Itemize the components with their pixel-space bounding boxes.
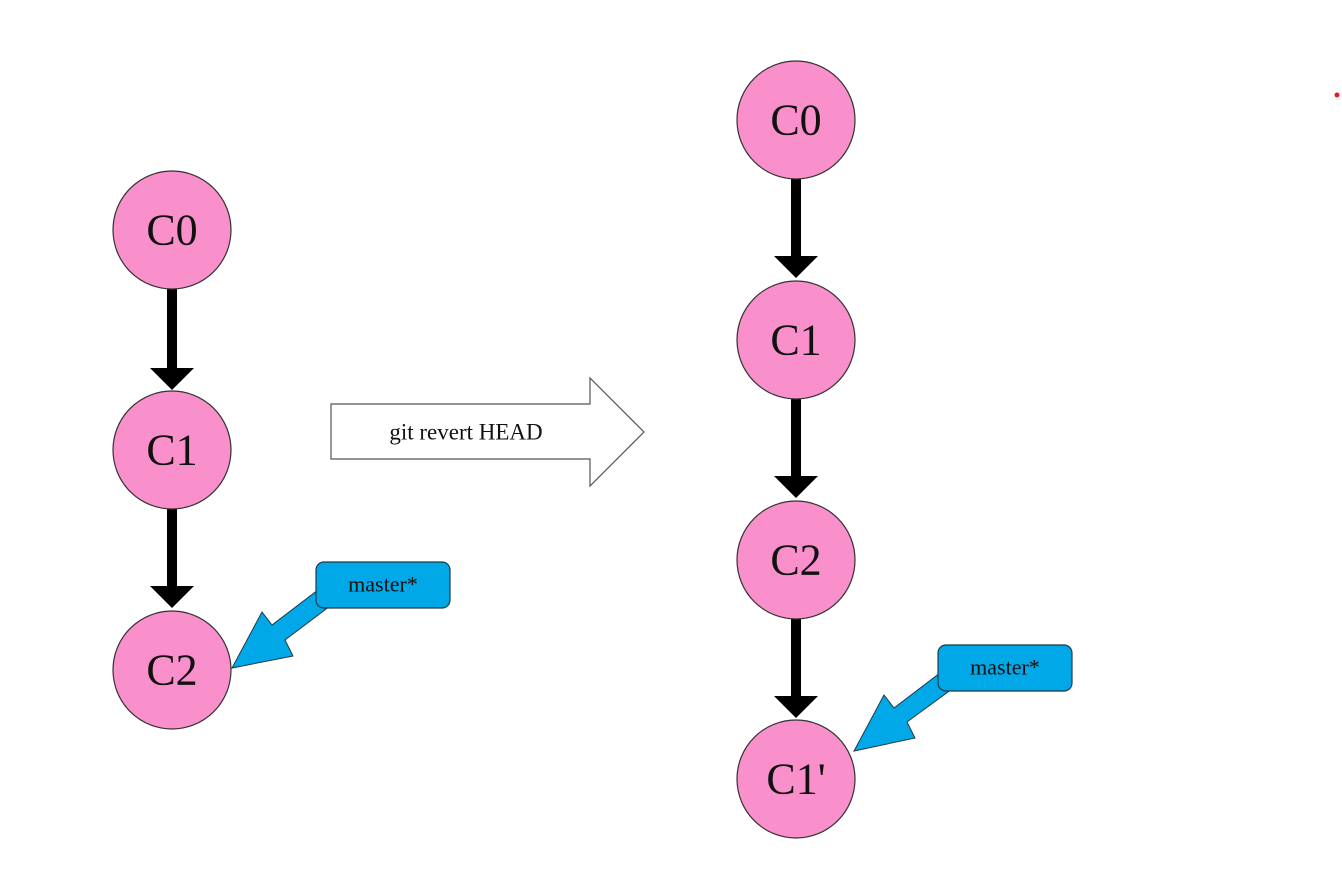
command-arrow: git revert HEAD [330,376,645,488]
commit-node[interactable]: C0 [112,170,232,290]
after-graph: C0 C1 C2 C1' master* [736,60,1073,839]
command-label: git revert HEAD [389,420,542,445]
edge-c0-c1 [774,175,818,278]
commit-label: C1 [770,316,821,365]
commit-label: C1 [146,426,197,475]
commit-node[interactable]: C1 [112,390,232,510]
branch-pointer[interactable]: master* [231,561,451,669]
before-graph: C0 C1 C2 master* [112,170,451,730]
branch-label: master* [970,655,1040,680]
commit-label: C0 [146,206,197,255]
edge-c2-c1prime [774,615,818,718]
branch-label: master* [348,572,418,597]
edge-c1-c2 [150,505,194,608]
commit-label: C2 [770,536,821,585]
branch-pointer-arrow-icon [853,672,953,752]
edge-c0-c1 [150,285,194,390]
commit-node[interactable]: C1 [736,280,856,400]
branch-pointer[interactable]: master* [853,644,1073,752]
commit-label: C2 [146,646,197,695]
commit-node[interactable]: C2 [112,610,232,730]
marker-dot [1334,92,1340,98]
commit-label: C1' [766,755,825,804]
commit-node[interactable]: C1' [736,719,856,839]
edge-c1-c2 [774,395,818,498]
branch-pointer-arrow-icon [231,589,331,669]
commit-node[interactable]: C2 [736,500,856,620]
commit-label: C0 [770,96,821,145]
commit-node[interactable]: C0 [736,60,856,180]
